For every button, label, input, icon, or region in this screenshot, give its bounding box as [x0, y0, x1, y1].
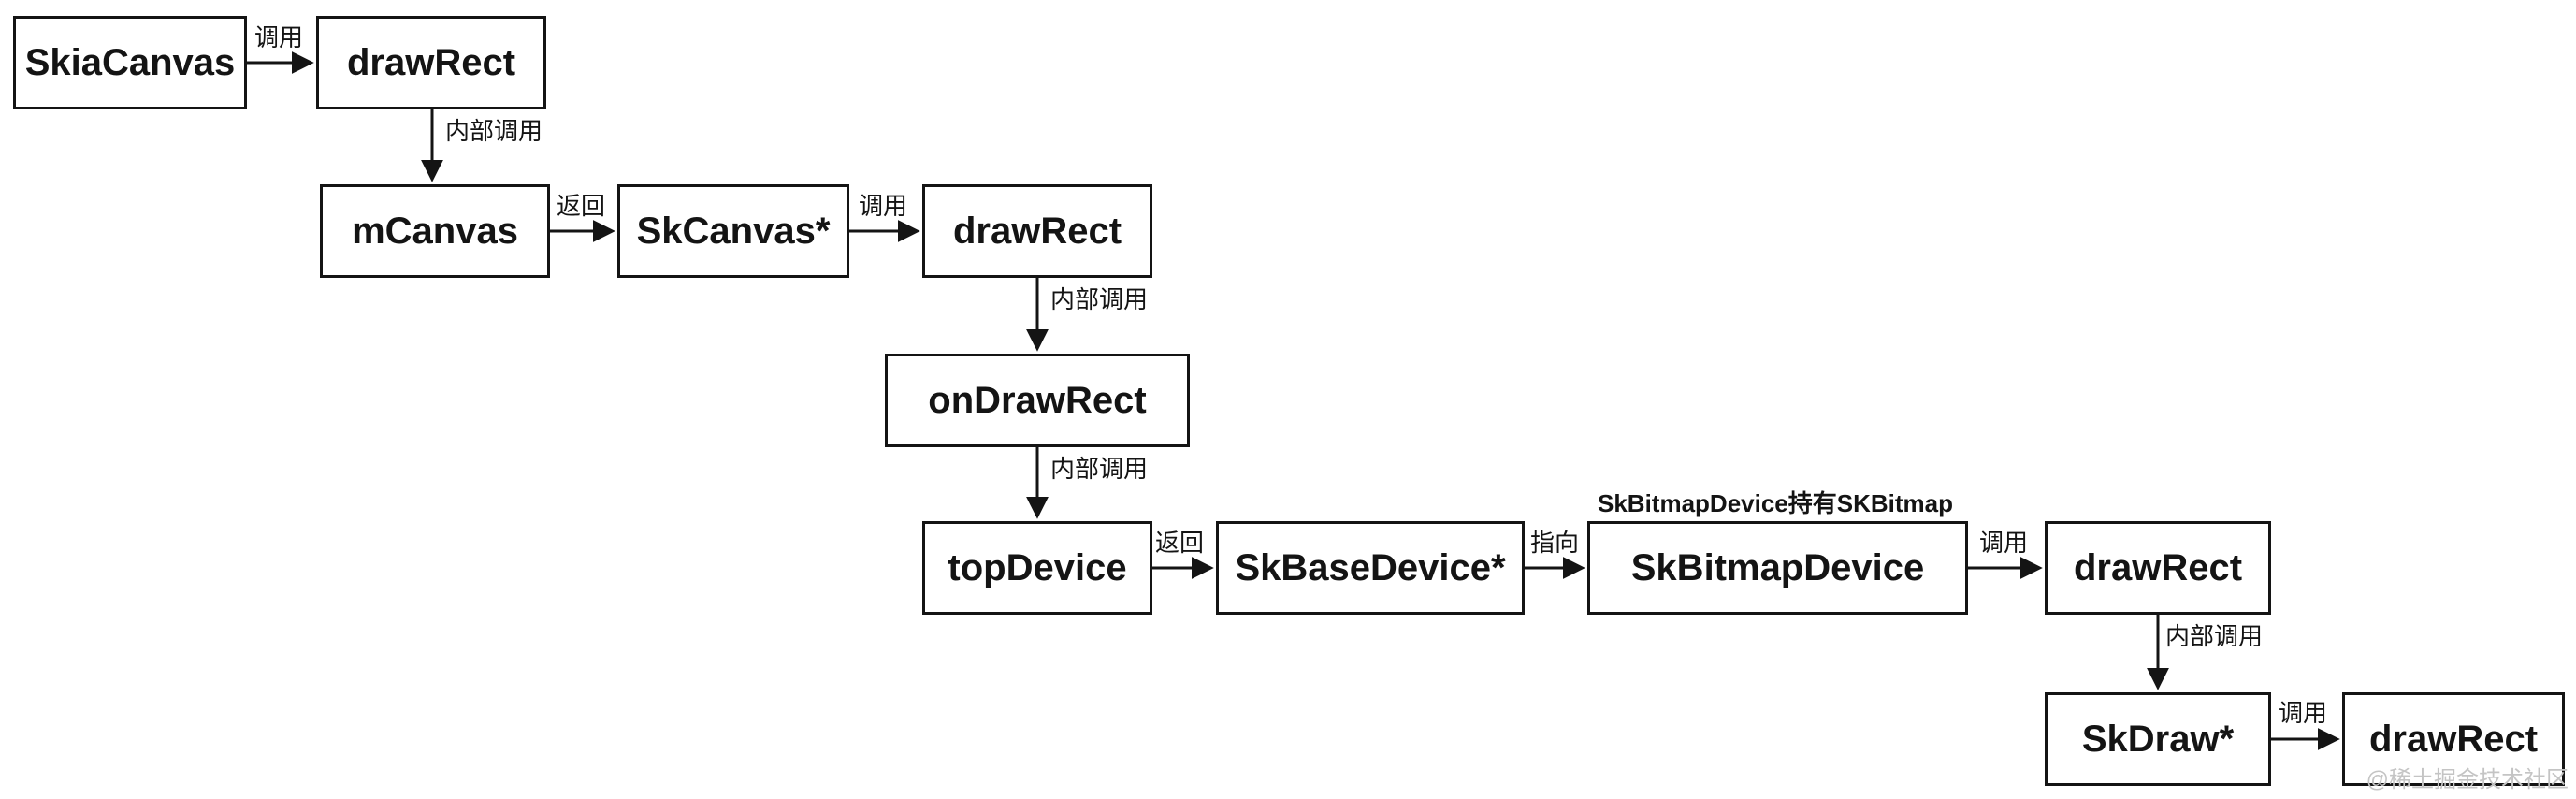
edge-label-topdevice-skbasedeviceptr: 返回 — [1154, 529, 1205, 557]
node-skdraw-ptr: SkDraw* — [2045, 692, 2271, 786]
node-ondrawrect: onDrawRect — [885, 354, 1190, 447]
node-drawrect-4: drawRect — [2342, 692, 2565, 786]
edge-label-drawrect3-skdrawptr: 内部调用 — [2165, 622, 2264, 650]
node-skiacanvas: SkiaCanvas — [13, 16, 247, 109]
edge-label-skbitmapdevice-drawrect3: 调用 — [1978, 529, 2029, 557]
node-skbasedevice-ptr: SkBaseDevice* — [1216, 521, 1525, 615]
edge-label-drawrect1-mcanvas: 内部调用 — [445, 117, 543, 145]
node-mcanvas: mCanvas — [320, 184, 550, 278]
node-drawrect-1: drawRect — [316, 16, 546, 109]
edge-label-ondrawrect-topdevice: 内部调用 — [1050, 455, 1149, 483]
node-drawrect-2: drawRect — [922, 184, 1152, 278]
annotation-skbitmapdevice-holds-skbitmap: SkBitmapDevice持有SKBitmap — [1598, 489, 1953, 517]
edge-label-skdrawptr-drawrect4: 调用 — [2278, 699, 2328, 727]
node-topdevice: topDevice — [922, 521, 1152, 615]
node-skcanvas-ptr: SkCanvas* — [617, 184, 849, 278]
edge-label-skcanvasptr-drawrect2: 调用 — [858, 192, 908, 220]
edge-label-skiacanvas-drawrect1: 调用 — [253, 23, 304, 51]
watermark: @稀土掘金技术社区 — [2366, 767, 2569, 792]
edge-label-skbasedeviceptr-skbitmapdevice: 指向 — [1529, 529, 1580, 557]
node-skbitmapdevice: SkBitmapDevice — [1587, 521, 1968, 615]
edge-label-mcanvas-skcanvasptr: 返回 — [556, 192, 606, 220]
node-drawrect-3: drawRect — [2045, 521, 2271, 615]
edge-label-drawrect2-ondrawrect: 内部调用 — [1050, 285, 1149, 313]
